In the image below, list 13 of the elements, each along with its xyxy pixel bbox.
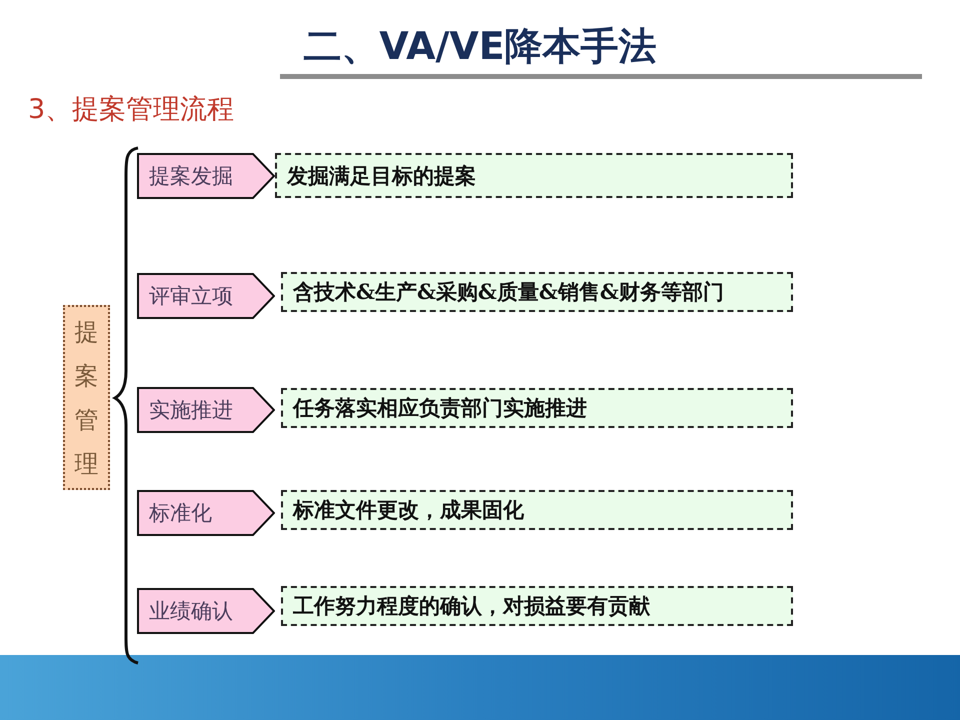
step-tab: 业绩确认 — [137, 588, 275, 634]
step-tab: 评审立项 — [137, 273, 275, 319]
description-box: 标准文件更改，成果固化 — [281, 490, 793, 530]
step-tab: 实施推进 — [137, 387, 275, 433]
subtitle: 3、提案管理流程 — [28, 93, 236, 127]
description-box: 任务落实相应负责部门实施推进 — [281, 388, 793, 428]
description-box: 工作努力程度的确认，对损益要有贡献 — [281, 586, 793, 626]
category-box: 提案管理 — [63, 305, 110, 490]
title: 二、VA/VE降本手法 — [302, 23, 658, 70]
description-box: 含技术&生产&采购&质量&销售&财务等部门 — [281, 272, 793, 312]
description-box: 发掘满足目标的提案 — [275, 153, 793, 198]
step-tab: 标准化 — [137, 490, 275, 536]
step-tab: 提案发掘 — [137, 153, 275, 199]
